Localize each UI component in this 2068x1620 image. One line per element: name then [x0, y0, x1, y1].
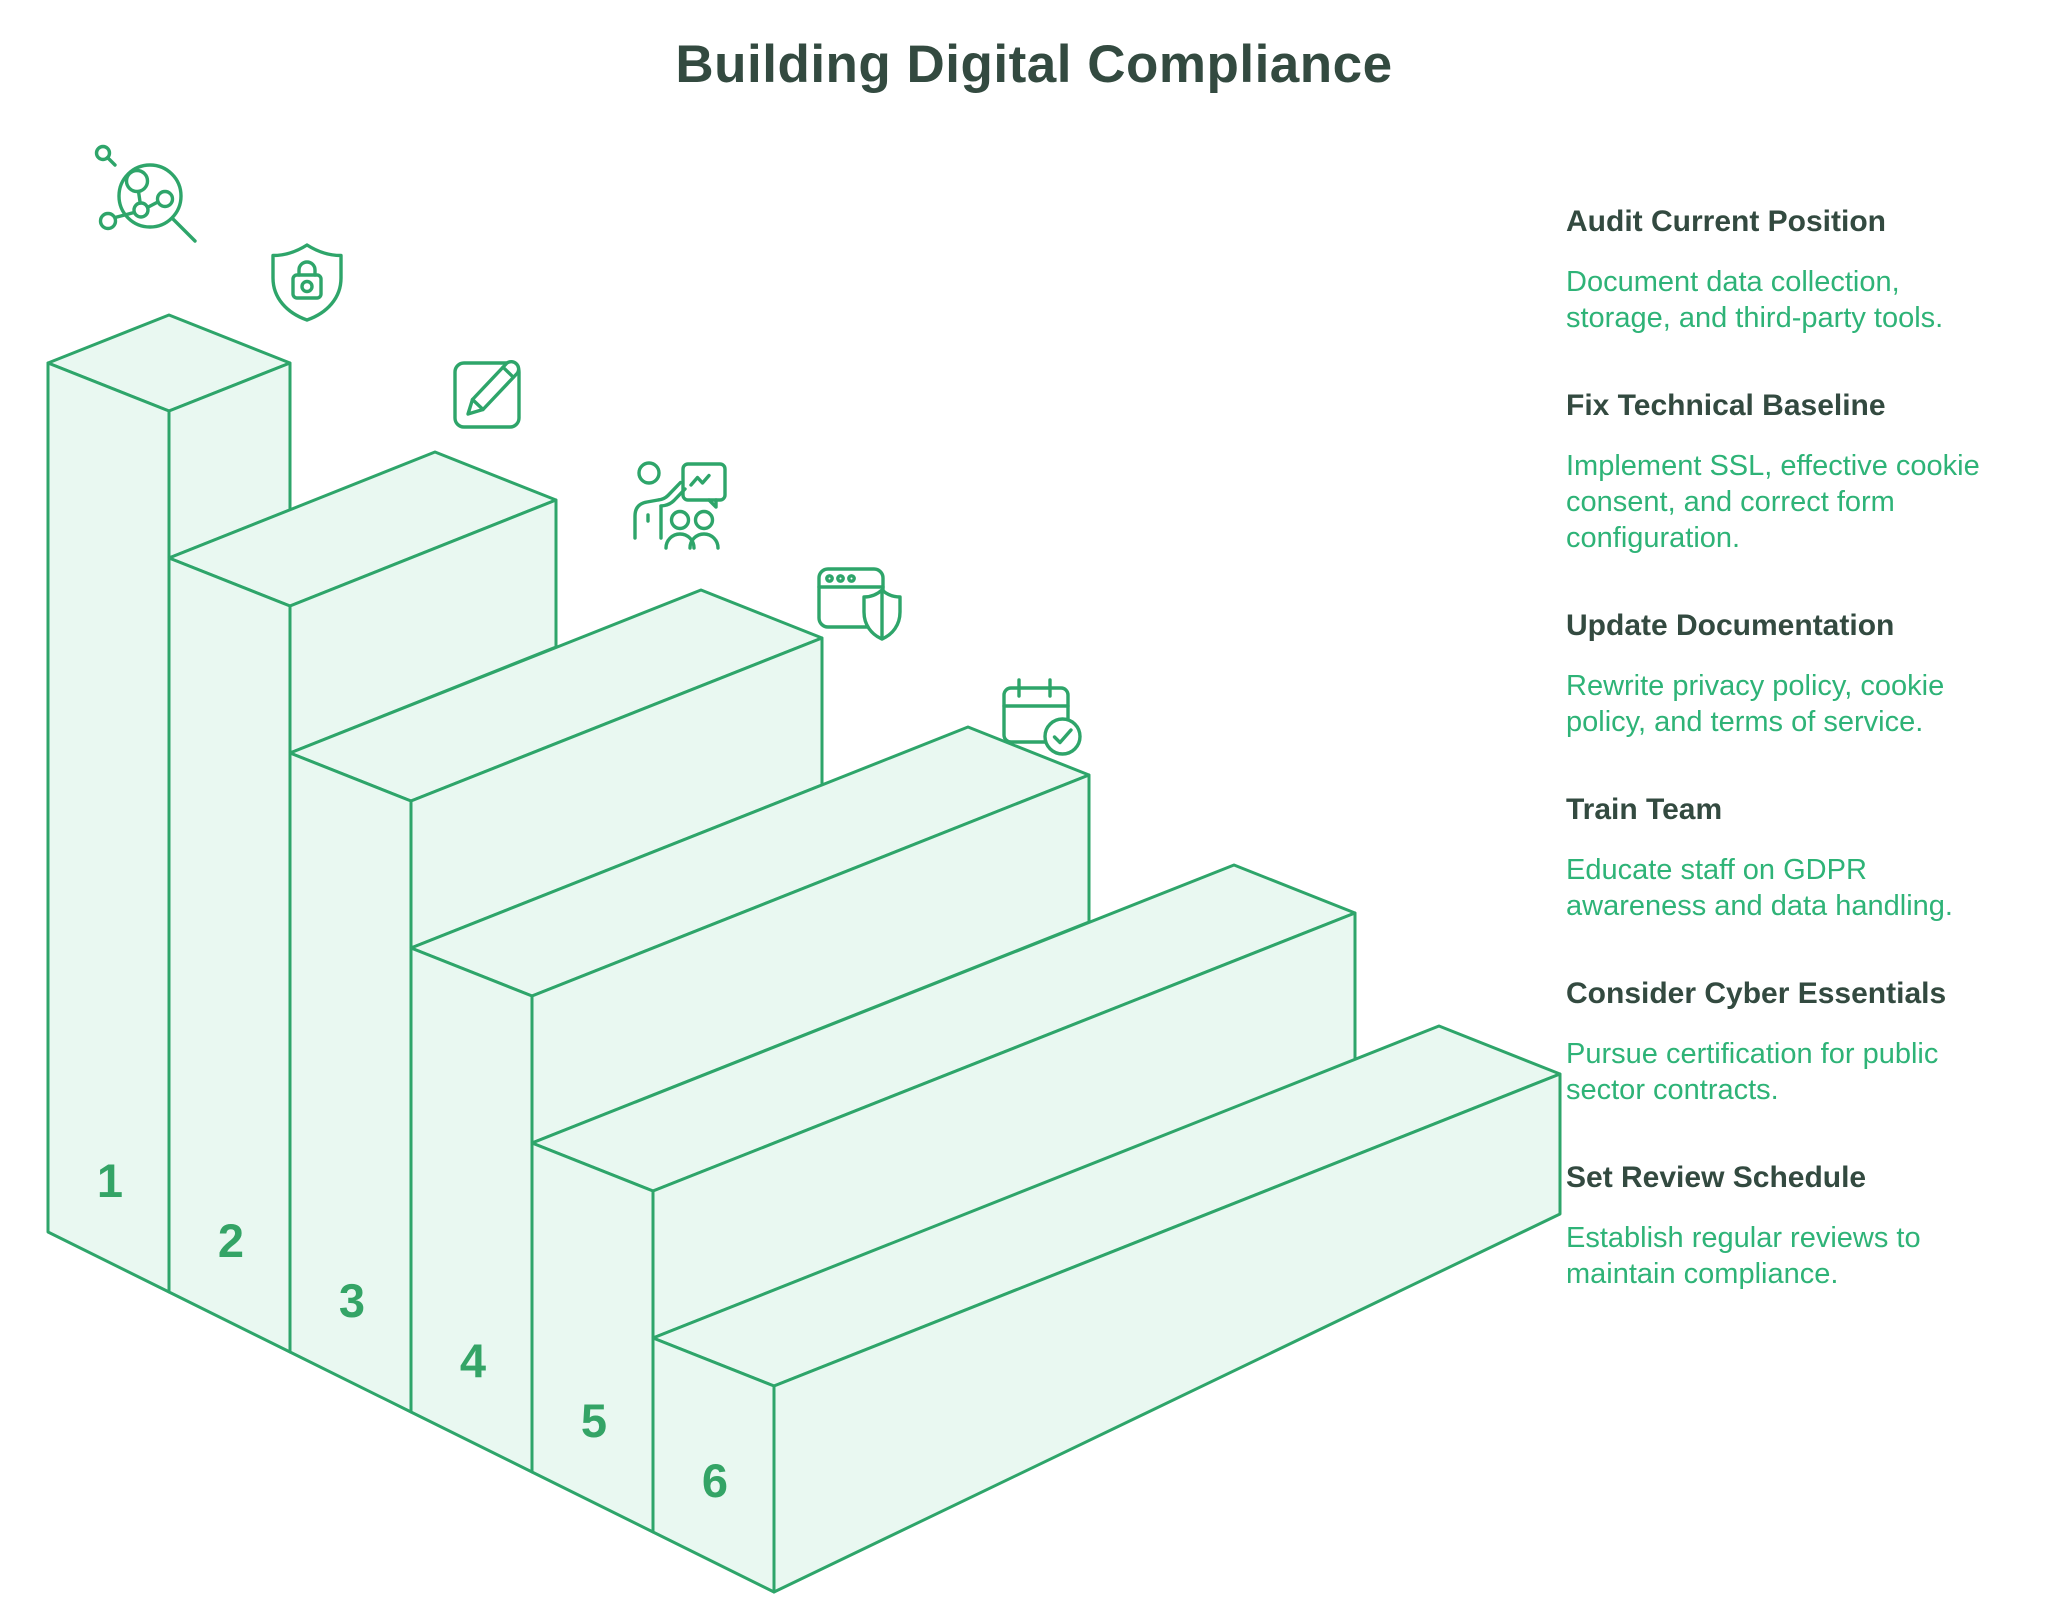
step-1-front-face [46, 361, 171, 1294]
step-5 [530, 863, 1357, 1534]
page-title: Building Digital Compliance [675, 35, 1393, 94]
step-4-front-face [409, 946, 534, 1474]
calendar-check-icon [1002, 678, 1082, 756]
step-3-number: 3 [339, 1274, 365, 1327]
step-3-title: Update Documentation [1566, 609, 1895, 642]
step-1-description: Document data collection, storage, and t… [1566, 266, 1944, 334]
legend-item-6: Set Review Schedule Establish regular re… [1566, 1160, 2002, 1292]
step-2 [167, 450, 558, 1354]
step-4-description: Educate staff on GDPR awareness and data… [1566, 854, 1953, 922]
step-2-description: Implement SSL, effective cookie consent,… [1566, 450, 1980, 554]
step-1-title: Audit Current Position [1566, 205, 1886, 238]
step-1 [46, 313, 292, 1294]
step-1-number: 1 [97, 1154, 123, 1207]
legend: Audit Current Position Document data col… [1566, 204, 2002, 1344]
step-4 [409, 725, 1091, 1474]
training-presentation-icon [633, 461, 727, 550]
legend-item-5: Consider Cyber Essentials Pursue certifi… [1566, 976, 2002, 1108]
step-5-title: Consider Cyber Essentials [1566, 977, 1947, 1010]
step-4-number: 4 [460, 1334, 486, 1387]
step-6-front-face [651, 1336, 776, 1594]
step-6-title: Set Review Schedule [1566, 1161, 1867, 1194]
legend-item-4: Train Team Educate staff on GDPR awarene… [1566, 792, 2002, 924]
step-2-title: Fix Technical Baseline [1566, 389, 1886, 422]
analysis-magnifier-icon [94, 144, 197, 243]
edit-document-icon [453, 359, 521, 429]
legend-item-2: Fix Technical Baseline Implement SSL, ef… [1566, 388, 2002, 556]
step-3-description: Rewrite privacy policy, cookie policy, a… [1566, 670, 1945, 738]
step-5-front-face [530, 1141, 655, 1534]
step-6-number: 6 [702, 1454, 728, 1507]
step-4-title: Train Team [1566, 793, 1723, 826]
step-6-description: Establish regular reviews to maintain co… [1566, 1222, 1921, 1290]
shield-lock-icon [271, 243, 343, 322]
step-5-description: Pursue certification for public sector c… [1566, 1038, 1939, 1106]
step-3 [288, 588, 824, 1414]
legend-item-1: Audit Current Position Document data col… [1566, 204, 2002, 336]
legend-item-3: Update Documentation Rewrite privacy pol… [1566, 608, 2002, 740]
browser-shield-icon [817, 567, 902, 641]
step-5-number: 5 [581, 1394, 607, 1447]
step-6 [651, 1024, 1562, 1594]
step-2-number: 2 [218, 1214, 244, 1267]
